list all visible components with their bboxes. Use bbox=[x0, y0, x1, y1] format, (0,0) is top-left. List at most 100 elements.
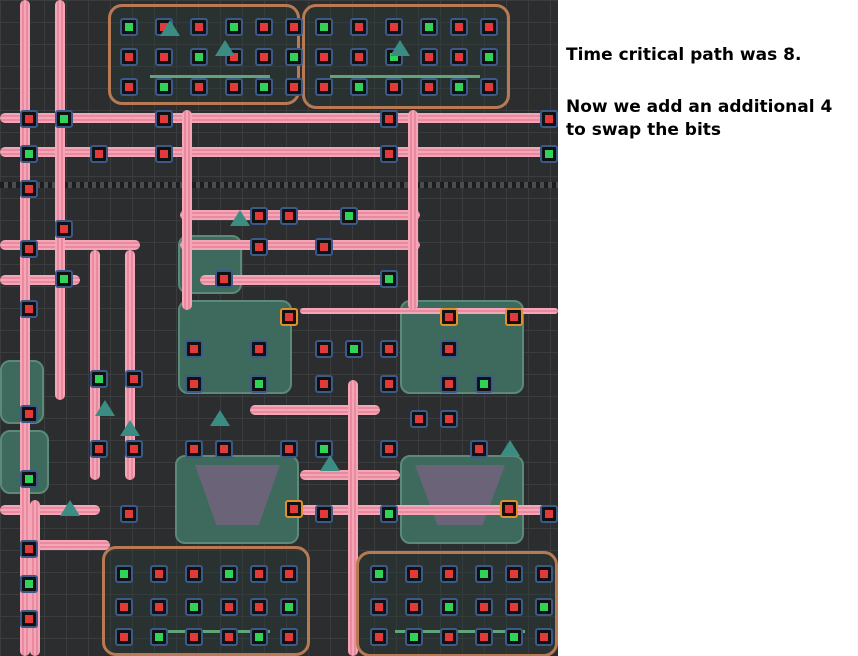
wire-bus bbox=[300, 308, 558, 314]
logic-gate bbox=[55, 270, 73, 288]
logic-gate bbox=[420, 78, 438, 96]
logic-gate bbox=[255, 48, 273, 66]
wire-bus bbox=[408, 110, 418, 310]
wire-bus bbox=[0, 147, 558, 157]
logic-gate bbox=[385, 18, 403, 36]
logic-gate bbox=[155, 78, 173, 96]
gate-triangle bbox=[60, 500, 80, 516]
logic-gate bbox=[385, 78, 403, 96]
logic-gate bbox=[475, 598, 493, 616]
wire-bus bbox=[55, 0, 65, 400]
logic-gate bbox=[215, 270, 233, 288]
logic-gate bbox=[190, 48, 208, 66]
logic-gate bbox=[155, 48, 173, 66]
gate-triangle bbox=[230, 210, 250, 226]
logic-gate bbox=[55, 110, 73, 128]
wire-bus bbox=[180, 240, 420, 250]
conveyor-rail bbox=[0, 182, 558, 188]
logic-gate bbox=[315, 440, 333, 458]
wire-bus bbox=[0, 505, 100, 515]
logic-gate bbox=[405, 598, 423, 616]
signal-wire bbox=[330, 75, 480, 78]
logic-gate bbox=[185, 628, 203, 646]
logic-gate bbox=[125, 370, 143, 388]
logic-gate bbox=[20, 610, 38, 628]
logic-gate bbox=[370, 628, 388, 646]
game-viewport[interactable] bbox=[0, 0, 558, 656]
logic-gate bbox=[505, 565, 523, 583]
logic-gate bbox=[185, 565, 203, 583]
logic-gate bbox=[470, 440, 488, 458]
highlight-frame bbox=[102, 546, 310, 656]
logic-gate bbox=[380, 340, 398, 358]
logic-gate bbox=[480, 48, 498, 66]
logic-gate bbox=[220, 628, 238, 646]
logic-gate bbox=[280, 440, 298, 458]
logic-gate bbox=[185, 375, 203, 393]
logic-gate bbox=[90, 145, 108, 163]
logic-gate bbox=[215, 440, 233, 458]
logic-gate bbox=[185, 598, 203, 616]
logic-gate bbox=[115, 628, 133, 646]
logic-gate bbox=[220, 598, 238, 616]
logic-gate bbox=[250, 598, 268, 616]
logic-gate bbox=[410, 410, 428, 428]
logic-gate bbox=[540, 110, 558, 128]
logic-gate bbox=[500, 500, 518, 518]
logic-gate bbox=[440, 565, 458, 583]
wire-bus bbox=[180, 210, 420, 220]
logic-gate bbox=[420, 18, 438, 36]
logic-gate bbox=[480, 78, 498, 96]
logic-gate bbox=[250, 340, 268, 358]
gate-triangle bbox=[160, 20, 180, 36]
logic-gate bbox=[120, 18, 138, 36]
wire-bus bbox=[348, 380, 358, 656]
logic-gate bbox=[450, 48, 468, 66]
logic-gate bbox=[225, 78, 243, 96]
wire-bus bbox=[182, 110, 192, 310]
logic-gate bbox=[440, 598, 458, 616]
wire-bus bbox=[20, 0, 30, 656]
logic-gate bbox=[285, 78, 303, 96]
logic-gate bbox=[150, 598, 168, 616]
logic-gate bbox=[535, 565, 553, 583]
logic-gate bbox=[115, 565, 133, 583]
logic-gate bbox=[350, 18, 368, 36]
logic-gate bbox=[505, 628, 523, 646]
gate-triangle bbox=[320, 455, 340, 471]
logic-gate bbox=[340, 207, 358, 225]
logic-gate bbox=[190, 78, 208, 96]
logic-gate bbox=[120, 505, 138, 523]
logic-gate bbox=[380, 270, 398, 288]
note-swap-bits: Now we add an additional 4 to swap the b… bbox=[566, 97, 833, 140]
logic-gate bbox=[20, 540, 38, 558]
gate-triangle bbox=[210, 410, 230, 426]
logic-gate bbox=[380, 375, 398, 393]
logic-gate bbox=[440, 628, 458, 646]
wire-bus bbox=[0, 275, 80, 285]
logic-gate bbox=[380, 440, 398, 458]
logic-gate bbox=[440, 308, 458, 326]
logic-gate bbox=[315, 238, 333, 256]
logic-gate bbox=[20, 405, 38, 423]
gate-triangle bbox=[120, 420, 140, 436]
logic-gate bbox=[370, 565, 388, 583]
logic-gate bbox=[220, 565, 238, 583]
logic-gate bbox=[150, 565, 168, 583]
logic-gate bbox=[20, 470, 38, 488]
logic-gate bbox=[315, 18, 333, 36]
logic-gate bbox=[115, 598, 133, 616]
wire-bus bbox=[200, 275, 390, 285]
logic-gate bbox=[315, 48, 333, 66]
logic-gate bbox=[90, 370, 108, 388]
logic-gate bbox=[250, 207, 268, 225]
logic-gate bbox=[20, 240, 38, 258]
logic-gate bbox=[535, 628, 553, 646]
logic-gate bbox=[120, 48, 138, 66]
gate-triangle bbox=[215, 40, 235, 56]
wire-bus bbox=[30, 540, 110, 550]
logic-block bbox=[400, 300, 524, 394]
logic-gate bbox=[185, 340, 203, 358]
logic-gate bbox=[20, 110, 38, 128]
wire-bus bbox=[125, 250, 135, 480]
